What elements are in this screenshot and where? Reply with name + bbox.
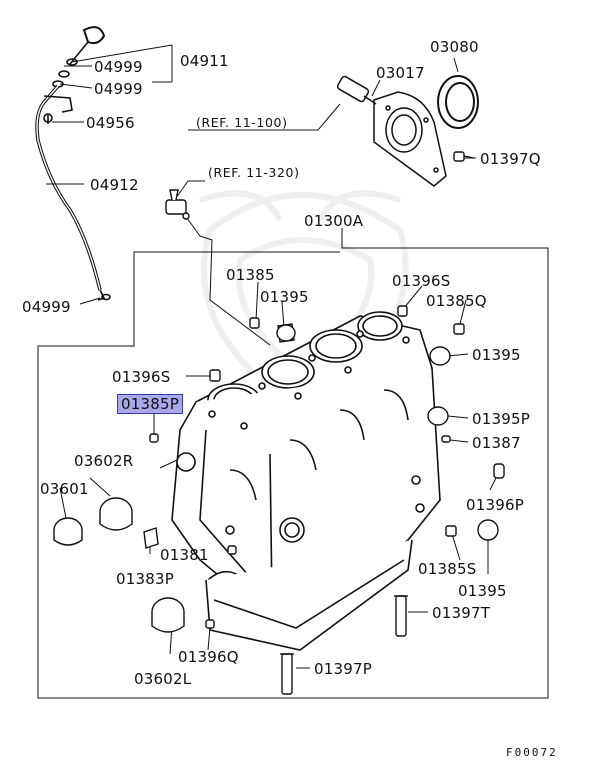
label-03601: 03601 — [40, 480, 89, 498]
label-01385: 01385 — [226, 266, 275, 284]
ref-11-100: (REF. 11-100) — [196, 115, 288, 130]
label-01396s-top: 01396S — [392, 272, 451, 290]
label-04999-a: 04999 — [94, 58, 143, 76]
label-01385s: 01385S — [418, 560, 477, 578]
label-04999-c: 04999 — [22, 298, 71, 316]
oil-seal-ring — [437, 75, 479, 129]
label-01381: 01381 — [160, 546, 209, 564]
label-03602l: 03602L — [134, 670, 192, 688]
label-01385q: 01385Q — [426, 292, 487, 310]
label-01397t: 01397T — [432, 604, 491, 622]
label-01395-bottom: 01395 — [458, 582, 507, 600]
label-04911: 04911 — [180, 52, 229, 70]
ref-11-320: (REF. 11-320) — [208, 165, 300, 180]
label-04999-b: 04999 — [94, 80, 143, 98]
label-01396p: 01396P — [466, 496, 524, 514]
label-01395p: 01395P — [472, 410, 530, 428]
label-01395-right: 01395 — [472, 346, 521, 364]
leader-lines — [37, 44, 549, 699]
label-03080: 03080 — [430, 38, 479, 56]
label-01397p: 01397P — [314, 660, 372, 678]
figure-number: F00072 — [506, 746, 558, 759]
breather-valve — [165, 189, 190, 220]
label-01395-top: 01395 — [260, 288, 309, 306]
bolt-01397q — [453, 151, 475, 162]
label-01396s-left: 01396S — [112, 368, 171, 386]
label-01387: 01387 — [472, 434, 521, 452]
small-parts — [53, 305, 505, 695]
cylinder-block — [171, 311, 441, 651]
oil-dipstick — [35, 26, 111, 301]
label-01385p-highlighted[interactable]: 01385P — [117, 394, 183, 414]
label-03602r: 03602R — [74, 452, 134, 470]
label-04912: 04912 — [90, 176, 139, 194]
label-01300a: 01300A — [304, 212, 364, 230]
rear-oil-seal-case — [336, 75, 447, 187]
label-01396q: 01396Q — [178, 648, 239, 666]
label-01383p: 01383P — [116, 570, 174, 588]
label-01397q: 01397Q — [480, 150, 541, 168]
label-04956: 04956 — [86, 114, 135, 132]
label-03017: 03017 — [376, 64, 425, 82]
